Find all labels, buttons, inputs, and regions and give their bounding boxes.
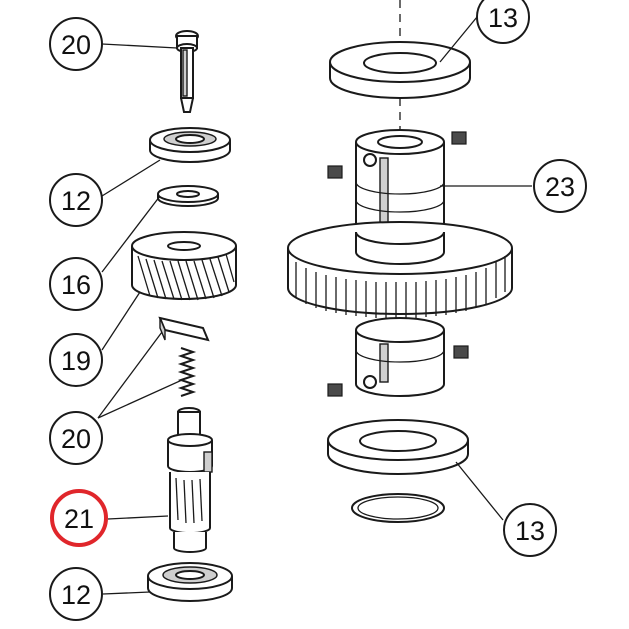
hub-part-23-lower — [355, 317, 445, 397]
spring-part-20-lower — [177, 347, 197, 397]
callout-21-highlighted: 21 — [50, 489, 108, 547]
svg-text:20: 20 — [61, 424, 91, 454]
callout-12-upper: 12 — [49, 173, 103, 227]
set-screw-upper-left — [327, 165, 343, 179]
svg-text:23: 23 — [545, 172, 575, 202]
callout-20-top: 20 — [49, 17, 103, 71]
svg-text:12: 12 — [61, 186, 91, 216]
svg-text:19: 19 — [61, 346, 91, 376]
pinion-shaft-part-21 — [167, 407, 213, 553]
bearing-part-12-upper — [149, 127, 231, 163]
leader-lines — [97, 16, 532, 595]
callout-23: 23 — [533, 159, 587, 213]
set-screw-lower-left — [327, 383, 343, 397]
svg-text:12: 12 — [61, 580, 91, 610]
seal-part-13-bottom — [327, 419, 469, 475]
svg-text:13: 13 — [488, 3, 518, 33]
svg-text:16: 16 — [61, 270, 91, 300]
bearing-part-12-lower — [147, 562, 233, 602]
callout-12-lower: 12 — [49, 567, 103, 621]
o-ring — [351, 493, 445, 523]
callout-13-bottom: 13 — [503, 503, 557, 557]
spur-gear — [287, 221, 513, 318]
callout-13-top: 13 — [476, 0, 530, 44]
callout-19: 19 — [49, 333, 103, 387]
svg-text:21: 21 — [64, 504, 94, 534]
callout-16: 16 — [49, 257, 103, 311]
seal-part-13-top — [329, 41, 471, 99]
set-screw-lower-right — [453, 345, 469, 359]
callout-20-lower: 20 — [49, 411, 103, 465]
washer-part-16 — [157, 185, 219, 207]
svg-text:13: 13 — [515, 516, 545, 546]
key-part-20-lower — [158, 316, 210, 342]
set-screw-upper-right — [451, 131, 467, 145]
svg-text:20: 20 — [61, 30, 91, 60]
helical-gear-part-19 — [131, 231, 237, 301]
pin-part-20-top — [175, 30, 199, 113]
